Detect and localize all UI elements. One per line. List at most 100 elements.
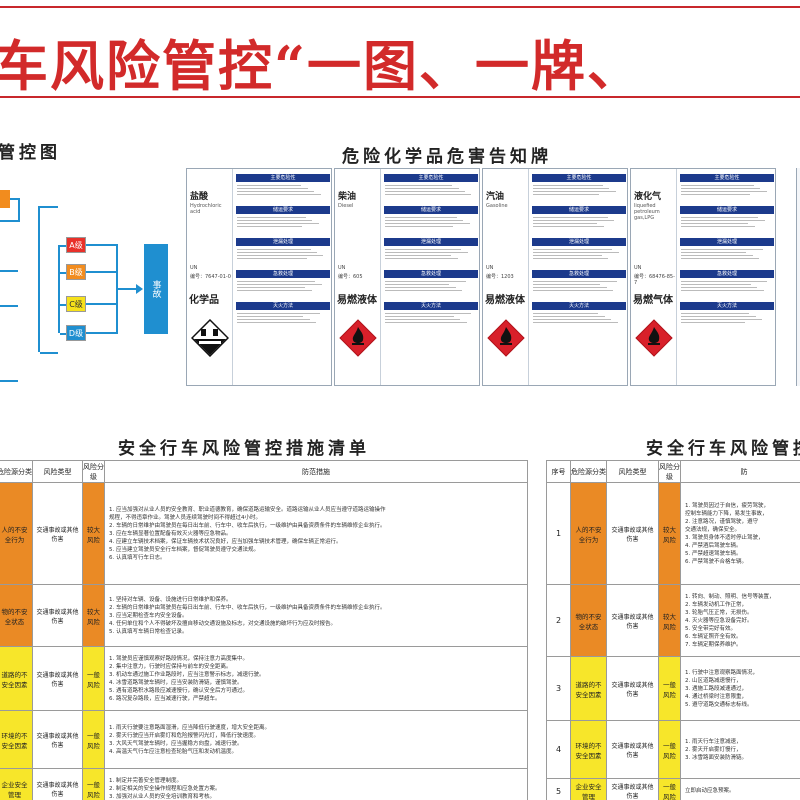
measure-line: 控制车辆能力下降，易发生事故，: [685, 510, 768, 517]
top-red-line: [0, 6, 800, 8]
text-line-placeholder: [681, 313, 750, 314]
flow-bracket: [38, 206, 40, 352]
risk-level-cell: 一般风险: [658, 778, 681, 800]
section-text-block: [532, 278, 626, 299]
text-line-placeholder: [681, 287, 758, 288]
section-header: 灭火方法: [532, 302, 626, 310]
measure-line: 5. 安全带完好有效。: [685, 625, 736, 632]
header-measures: 防: [680, 460, 800, 483]
measure-line: 4. 冰雪道路驾驶车辆时，应当安装防滑链，谨慎驾驶。: [109, 679, 243, 686]
measure-line: 6. 严禁驾驶不合格车辆。: [685, 558, 747, 565]
measure-line: 1. 坚持对车辆、设备、设施进行日常维护和保养。: [109, 596, 232, 603]
flow-connector: [40, 206, 58, 208]
text-line-placeholder: [237, 281, 316, 282]
level-label: A级: [69, 240, 83, 250]
section-text-block: [680, 214, 774, 235]
text-line-placeholder: [533, 255, 602, 256]
section-header: 主要危险性: [236, 174, 330, 182]
measure-line: 1. 驾驶员因过于自信，疲劳驾驶，: [685, 502, 769, 509]
measure-line: 1. 应当加强对从业人员的安全教育、职业道德教育，确保道路运输安全。道路运输从业…: [109, 506, 386, 513]
text-line-placeholder: [533, 185, 603, 186]
risk-level-cell: 一般风险: [658, 656, 681, 721]
level-label: D级: [68, 328, 84, 338]
text-line-placeholder: [237, 223, 319, 224]
text-line-placeholder: [681, 223, 749, 224]
un-label: UN: [338, 265, 346, 271]
risk-source-cell: 企业安全管理: [0, 768, 33, 800]
level-box-2: C级: [66, 296, 86, 312]
text-line-placeholder: [385, 188, 459, 189]
section-header: 主要危险性: [384, 174, 478, 182]
text-line-placeholder: [385, 255, 452, 256]
section-text-block: [532, 182, 626, 203]
chemical-english-name: liquefied petroleum gas,LPG: [634, 203, 660, 221]
level-label: B级: [69, 267, 83, 277]
measures-cell: 1. 雨天行车注意减速，2. 雾天开启雾灯慢行，3. 冰雪路面安装防滑链。: [680, 720, 800, 779]
section-header: 急救处理: [236, 270, 330, 278]
measure-line: 3. 机动车通过施工作业路段时，应当注意警示标志，减速行驶。: [109, 671, 265, 678]
text-line-placeholder: [237, 188, 308, 189]
section-text-block: [236, 182, 330, 203]
measure-line: 1. 转向、制动、照明、信号等装置，: [685, 593, 775, 600]
measure-line: 3. 应当定期检查车内安全设备。: [109, 612, 188, 619]
text-line-placeholder: [533, 284, 601, 285]
section-text-block: [532, 214, 626, 235]
measure-line: 2. 车辆的日常维护由驾驶员在每日出车前、行车中、收车后执行，一级维护由具备资质…: [109, 604, 386, 611]
partial-card-edge: [796, 168, 800, 386]
header-source: 危险源分类: [0, 460, 33, 483]
text-line-placeholder: [385, 284, 450, 285]
diagram-title: 管控图: [0, 143, 61, 163]
text-line-placeholder: [681, 191, 767, 192]
flow-connector: [60, 333, 66, 335]
flow-connector: [60, 272, 66, 274]
section-text-block: [532, 310, 626, 331]
risk-type-cell: 交通事故或其他伤害: [32, 768, 83, 800]
flame-icon: [487, 319, 525, 357]
arrow-icon: [136, 284, 143, 294]
header-type: 风险类型: [32, 460, 83, 483]
section-header: 灭火方法: [680, 302, 774, 310]
risk-source-cell: 物的不安全状态: [0, 584, 33, 647]
section-text-block: [236, 278, 330, 299]
measure-line: 5. 应当建立驾驶员安全行车档案，督促驾驶员遵守交通法规。: [109, 546, 259, 553]
text-line-placeholder: [533, 194, 600, 195]
measure-line: 6. 路况复杂路段，应当减速行驶，严禁超车。: [109, 695, 221, 702]
measure-line: 6. 认真填写行车日志。: [109, 554, 166, 561]
card-info-panel: 主要危险性储运要求泄漏处理急救处理灭火方法: [234, 169, 332, 385]
flow-connector: [0, 380, 18, 382]
text-line-placeholder: [533, 313, 599, 314]
text-line-placeholder: [237, 290, 312, 291]
risk-source-cell: 道路的不安全因素: [0, 646, 33, 711]
section-header: 储运要求: [236, 206, 330, 214]
section-header: 急救处理: [532, 270, 626, 278]
section-header: 泄漏处理: [236, 238, 330, 246]
risk-type-cell: 交通事故或其他伤害: [32, 710, 83, 769]
risk-level-cell: 一般风险: [658, 720, 681, 779]
measures-cell: 立即启动应急预案。: [680, 778, 800, 800]
risk-type-cell: 交通事故或其他伤害: [606, 482, 659, 585]
text-line-placeholder: [237, 217, 306, 218]
un-label: UN: [190, 265, 198, 271]
text-line-placeholder: [681, 281, 768, 282]
risk-level-cell: 较大风险: [82, 482, 105, 585]
text-line-placeholder: [533, 290, 614, 291]
measure-line: 4. 应建立车辆技术档案，保证车辆技术状况良好，应当加强车辆技术管理，确保车辆正…: [109, 538, 342, 545]
flame-icon: [635, 319, 673, 357]
row-number: 2: [546, 584, 571, 657]
measure-line: 2. 集中注意力，行驶时应保持与前车的安全距离。: [109, 663, 232, 670]
risk-source-cell: 人的不安全行为: [570, 482, 607, 585]
measure-line: 1. 雨天行车注意减速，: [685, 738, 742, 745]
text-line-placeholder: [385, 220, 464, 221]
section-header: 泄漏处理: [384, 238, 478, 246]
text-line-placeholder: [385, 252, 468, 253]
flow-connector: [86, 271, 116, 273]
text-line-placeholder: [681, 188, 761, 189]
level-label: C级: [69, 299, 83, 309]
text-line-placeholder: [533, 223, 598, 224]
section-header: 急救处理: [384, 270, 478, 278]
